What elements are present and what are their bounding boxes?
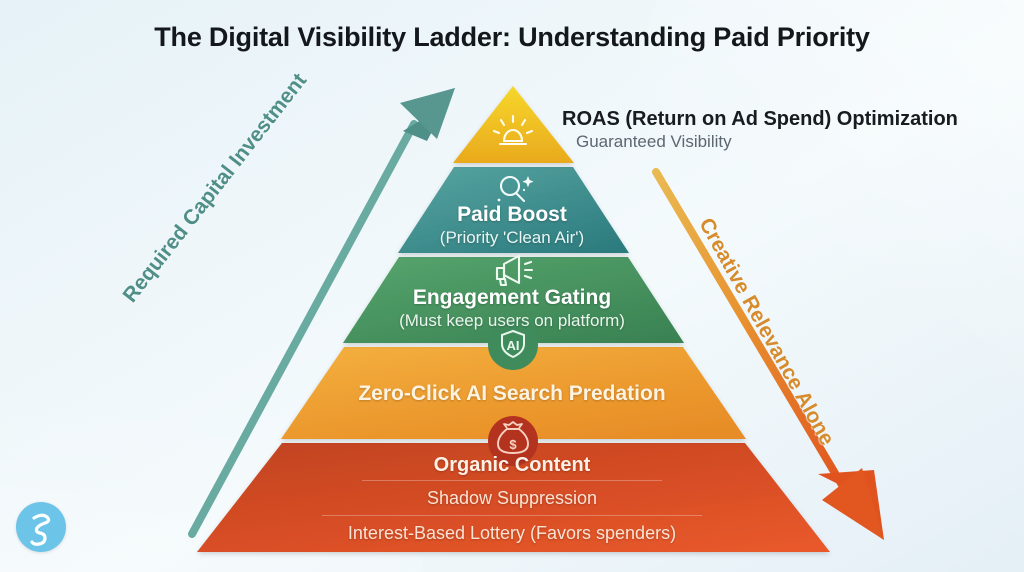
page-title: The Digital Visibility Ladder: Understan… [154, 22, 870, 52]
ai-shield-icon: AI [488, 320, 538, 370]
apex-label-main: ROAS (Return on Ad Spend) Optimization [562, 108, 958, 130]
magnifier-sparkle-icon [497, 175, 534, 203]
brand-logo-glyph [30, 513, 51, 546]
megaphone-icon [495, 254, 534, 287]
apex-label-sub: Guaranteed Visibility [576, 132, 732, 151]
arrow-up-right-icon [188, 88, 455, 538]
tier-engagement-gating[interactable] [343, 257, 684, 343]
tier-roas[interactable] [453, 86, 574, 163]
money-bag-icon: $ [488, 416, 538, 466]
svg-text:AI: AI [507, 338, 520, 353]
tier-zero-click[interactable] [281, 347, 746, 439]
tier-paid-boost[interactable] [398, 167, 629, 253]
apex-label-group: ROAS (Return on Ad Spend) Optimization G… [562, 107, 958, 153]
arrow-down-right-icon [652, 168, 884, 540]
tier-organic-content[interactable] [197, 443, 830, 552]
brand-logo[interactable] [16, 502, 66, 552]
svg-text:$: $ [509, 437, 517, 452]
siren-beacon-icon [492, 114, 534, 146]
